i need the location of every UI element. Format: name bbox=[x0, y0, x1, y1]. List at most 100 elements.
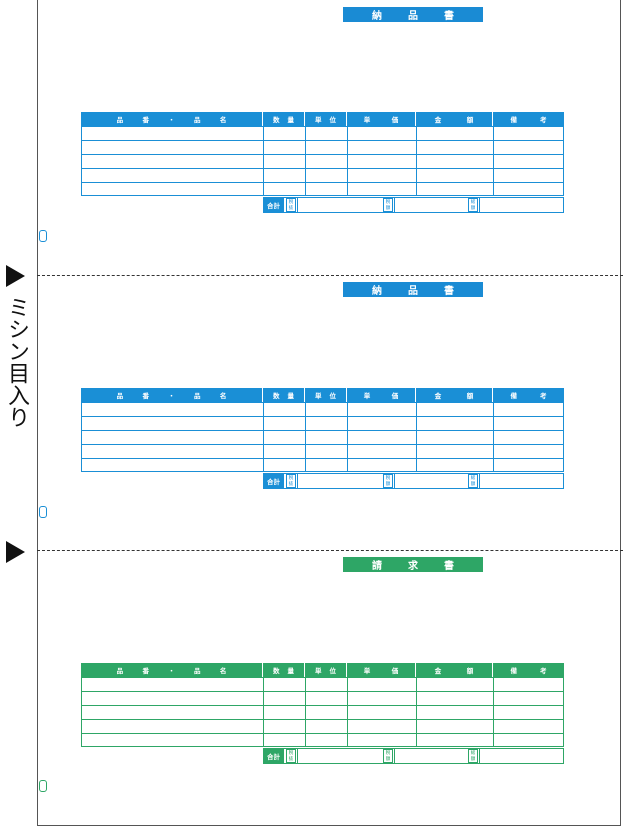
column-divider bbox=[305, 402, 306, 472]
row-divider bbox=[81, 140, 564, 141]
row-divider bbox=[81, 168, 564, 169]
column-divider bbox=[493, 402, 494, 472]
column-header-amount: 金額 bbox=[416, 663, 492, 677]
header-char: 品 bbox=[194, 116, 201, 124]
section-3-title: 請 求 書 bbox=[343, 557, 483, 572]
row-divider bbox=[81, 154, 564, 155]
row-divider bbox=[81, 182, 564, 183]
header-char: 名 bbox=[219, 392, 227, 400]
total-label: 合計 bbox=[263, 473, 284, 489]
section-2-table: 品番・品名数量単位単価金額備考合計税抜税額総額 bbox=[81, 388, 564, 489]
section-2-title: 納 品 書 bbox=[343, 282, 483, 297]
header-char: 数 bbox=[273, 667, 280, 675]
column-header-qty: 数量 bbox=[263, 663, 304, 677]
footer-divider bbox=[479, 197, 480, 213]
column-header-amount: 金額 bbox=[416, 112, 492, 126]
table-footer bbox=[263, 748, 564, 764]
footer-divider bbox=[394, 748, 395, 764]
footer-tax3-label: 総額 bbox=[468, 749, 478, 763]
title-char: 納 bbox=[372, 11, 382, 22]
header-char: 額 bbox=[466, 667, 474, 675]
column-header-note: 備考 bbox=[493, 663, 564, 677]
column-header-item: 品番・品名 bbox=[81, 388, 262, 402]
footer-tax1-label: 税抜 bbox=[286, 474, 296, 488]
header-char: 価 bbox=[391, 667, 399, 675]
row-divider bbox=[81, 733, 564, 734]
title-char: 求 bbox=[408, 561, 418, 572]
header-char: 備 bbox=[510, 116, 518, 124]
header-char: 品 bbox=[194, 392, 201, 400]
title-char: 請 bbox=[372, 561, 382, 572]
header-char: 量 bbox=[287, 667, 295, 675]
column-divider bbox=[416, 126, 417, 196]
form-code-mark-2-icon bbox=[38, 506, 47, 546]
form-code-mark-3-icon bbox=[38, 780, 47, 820]
side-label: ミシン目入り bbox=[4, 296, 29, 428]
column-header-price: 単価 bbox=[347, 112, 415, 126]
row-divider bbox=[81, 705, 564, 706]
header-char: 考 bbox=[540, 392, 547, 400]
footer-divider bbox=[479, 473, 480, 489]
column-header-unit: 単位 bbox=[305, 663, 346, 677]
header-char: 備 bbox=[510, 667, 518, 675]
header-char: 品 bbox=[116, 667, 124, 675]
perforation-line-1 bbox=[37, 275, 623, 276]
column-divider bbox=[347, 126, 348, 196]
column-divider bbox=[263, 402, 264, 472]
header-char: 量 bbox=[287, 392, 295, 400]
header-char: 位 bbox=[329, 116, 337, 124]
column-divider bbox=[305, 126, 306, 196]
footer-divider bbox=[297, 748, 298, 764]
header-char: 価 bbox=[391, 116, 399, 124]
title-char: 品 bbox=[408, 286, 418, 297]
header-char: 品 bbox=[116, 392, 124, 400]
footer-divider bbox=[479, 748, 480, 764]
title-char: 書 bbox=[444, 11, 454, 22]
header-char: 番 bbox=[142, 116, 149, 124]
column-header-unit: 単位 bbox=[305, 112, 346, 126]
title-char: 納 bbox=[372, 286, 382, 297]
header-char: 考 bbox=[540, 667, 547, 675]
row-divider bbox=[81, 430, 564, 431]
header-char: 数 bbox=[273, 116, 280, 124]
header-char: 金 bbox=[434, 116, 442, 124]
row-divider bbox=[81, 444, 564, 445]
section-1-table: 品番・品名数量単位単価金額備考合計税抜税額総額 bbox=[81, 112, 564, 213]
footer-tax2-label: 税額 bbox=[383, 198, 393, 212]
column-header-amount: 金額 bbox=[416, 388, 492, 402]
header-char: 量 bbox=[287, 116, 295, 124]
header-char: 金 bbox=[434, 392, 442, 400]
total-label: 合計 bbox=[263, 197, 284, 213]
column-divider bbox=[263, 677, 264, 747]
footer-divider bbox=[394, 473, 395, 489]
form-sheet bbox=[37, 0, 621, 826]
column-divider bbox=[416, 677, 417, 747]
perforation-arrow-2-icon bbox=[6, 541, 25, 563]
column-divider bbox=[347, 402, 348, 472]
row-divider bbox=[81, 719, 564, 720]
header-char: 数 bbox=[273, 392, 280, 400]
column-divider bbox=[347, 677, 348, 747]
table-footer bbox=[263, 473, 564, 489]
column-divider bbox=[493, 126, 494, 196]
header-char: 単 bbox=[315, 116, 322, 124]
footer-tax2-label: 税額 bbox=[383, 749, 393, 763]
footer-tax3-label: 総額 bbox=[468, 474, 478, 488]
column-header-qty: 数量 bbox=[263, 112, 304, 126]
column-header-item: 品番・品名 bbox=[81, 112, 262, 126]
header-char: ・ bbox=[168, 392, 175, 400]
header-char: 金 bbox=[434, 667, 442, 675]
header-char: 名 bbox=[219, 667, 227, 675]
footer-divider bbox=[297, 197, 298, 213]
column-divider bbox=[305, 677, 306, 747]
header-char: 額 bbox=[466, 116, 474, 124]
total-label: 合計 bbox=[263, 748, 284, 764]
header-char: 番 bbox=[142, 667, 149, 675]
header-char: 価 bbox=[391, 392, 399, 400]
title-char: 書 bbox=[444, 561, 454, 572]
footer-divider bbox=[394, 197, 395, 213]
section-1-title: 納 品 書 bbox=[343, 7, 483, 22]
column-header-item: 品番・品名 bbox=[81, 663, 262, 677]
column-divider bbox=[263, 126, 264, 196]
title-char: 書 bbox=[444, 286, 454, 297]
